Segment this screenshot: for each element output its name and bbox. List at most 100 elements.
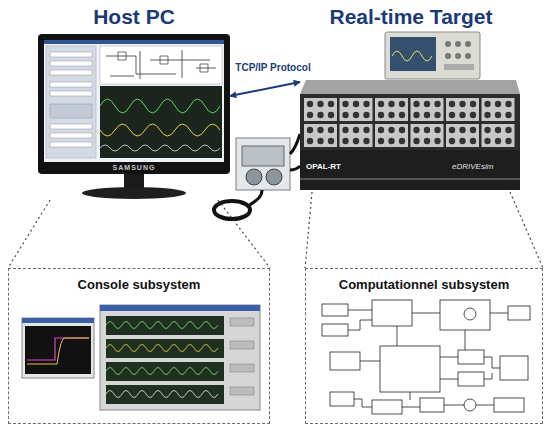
simulink-schematic-part xyxy=(330,352,360,370)
simulator-rack-part xyxy=(340,98,373,121)
simulator-rack-part xyxy=(378,112,384,118)
simulink-schematic-part xyxy=(360,357,500,379)
simulator-rack-part xyxy=(328,138,334,144)
zoom-lines xyxy=(305,192,543,268)
simulink-schematic-part xyxy=(420,398,444,412)
simulator-rack-part xyxy=(328,127,334,133)
test-bench-part xyxy=(236,138,290,190)
simulator-rack-part xyxy=(424,112,430,118)
console-screenshots-part xyxy=(22,318,94,378)
monitor-illustration-part xyxy=(100,99,220,113)
simulator-rack-part xyxy=(399,112,405,118)
simulator-rack-part xyxy=(484,112,490,118)
monitor-illustration-part xyxy=(160,56,168,64)
simulator-rack-part xyxy=(304,124,337,147)
simulator-rack-part xyxy=(378,138,384,144)
simulator-rack-part xyxy=(388,112,394,118)
simulator-rack-part xyxy=(449,112,455,118)
oscilloscope-part xyxy=(465,41,471,47)
simulink-schematic-part xyxy=(494,398,524,412)
simulator-rack-part xyxy=(388,138,394,144)
simulator-rack-part xyxy=(411,124,444,147)
link-arrow xyxy=(230,82,300,96)
simulator-rack-part xyxy=(375,124,408,147)
simulator-rack-part xyxy=(304,98,337,121)
simulink-schematic-part xyxy=(322,324,348,336)
simulator-rack-part xyxy=(484,138,490,144)
simulator-rack-part xyxy=(470,127,476,133)
simulink-schematic-part xyxy=(380,346,440,392)
simulator-rack-part xyxy=(353,101,359,107)
device-heading: Real-time Target xyxy=(300,4,522,29)
simulator-rack-part xyxy=(307,127,313,133)
monitor-illustration-part xyxy=(38,34,230,174)
simulator-rack-part xyxy=(459,127,465,133)
monitor-illustration-part xyxy=(100,86,222,158)
simulator-rack-part xyxy=(505,138,511,144)
simulator-rack-part xyxy=(342,112,348,118)
simulator-rack-part xyxy=(495,138,501,144)
console-screenshots-part xyxy=(27,338,89,364)
simulator-rack xyxy=(300,80,520,190)
console-screenshots-part xyxy=(106,316,224,335)
simulator-rack-part xyxy=(300,94,520,190)
monitor-illustration-part xyxy=(50,124,92,129)
simulator-rack-part xyxy=(424,101,430,107)
simulink-schematic-part xyxy=(330,392,354,406)
simulator-rack-part xyxy=(378,101,384,107)
simulator-rack-part xyxy=(413,127,419,133)
simulator-rack-part xyxy=(470,101,476,107)
console-screenshots-part xyxy=(100,305,260,410)
simulator-rack-part xyxy=(307,112,313,118)
console-screenshots-part xyxy=(106,322,218,329)
monitor-illustration-part xyxy=(100,124,220,136)
console-screenshots-part xyxy=(106,385,224,404)
simulator-rack-part xyxy=(307,101,313,107)
simulator-rack-part xyxy=(363,101,369,107)
simulator-rack-part xyxy=(495,112,501,118)
simulator-rack-part xyxy=(388,127,394,133)
oscilloscope-part xyxy=(445,53,451,59)
oscilloscope-part xyxy=(455,41,461,47)
simulator-rack-part xyxy=(317,138,323,144)
monitor-illustration-part xyxy=(82,187,186,199)
product-label: eDRIVEsim xyxy=(452,163,493,172)
oscilloscope xyxy=(385,32,480,79)
simulator-rack-part xyxy=(482,124,515,147)
console-screenshots-part xyxy=(106,368,218,375)
simulator-rack-part xyxy=(449,138,455,144)
simulator-rack-part xyxy=(399,138,405,144)
simulator-rack-part xyxy=(307,138,313,144)
console-screenshots-part xyxy=(22,318,94,323)
simulator-rack-part xyxy=(300,150,520,190)
simulator-rack-part xyxy=(413,101,419,107)
simulink-schematic-part xyxy=(458,372,484,386)
simulator-rack-part xyxy=(399,127,405,133)
subsystem-panel: Console subsystem xyxy=(8,268,270,424)
simulator-rack-part xyxy=(495,127,501,133)
simulator-rack-part xyxy=(505,101,511,107)
simulator-rack-part xyxy=(459,101,465,107)
device-heading: Host PC xyxy=(38,4,230,29)
monitor-illustration-part xyxy=(50,91,92,96)
simulator-rack-part xyxy=(505,112,511,118)
subsystem-panel: Computationnel subsystem xyxy=(305,268,543,424)
monitor-illustration-part xyxy=(200,64,208,72)
simulator-rack-part xyxy=(459,112,465,118)
simulator-rack-part xyxy=(411,98,444,121)
monitor-illustration-part xyxy=(50,104,92,118)
test-bench-part xyxy=(246,169,262,185)
simulator-rack-part xyxy=(413,112,419,118)
simulator-rack-part xyxy=(353,127,359,133)
simulink-schematic-part xyxy=(348,310,508,330)
monitor-illustration-part xyxy=(50,61,92,66)
monitor-illustration-part xyxy=(100,145,220,151)
test-bench-part xyxy=(290,166,300,170)
console-screenshots-part xyxy=(100,305,260,311)
simulink-schematic xyxy=(322,300,530,414)
monitor-illustration-part xyxy=(50,142,92,147)
simulator-rack-part xyxy=(446,98,479,121)
simulator-rack-part xyxy=(300,80,520,94)
oscilloscope-part xyxy=(444,64,474,70)
simulator-rack-part xyxy=(388,101,394,107)
